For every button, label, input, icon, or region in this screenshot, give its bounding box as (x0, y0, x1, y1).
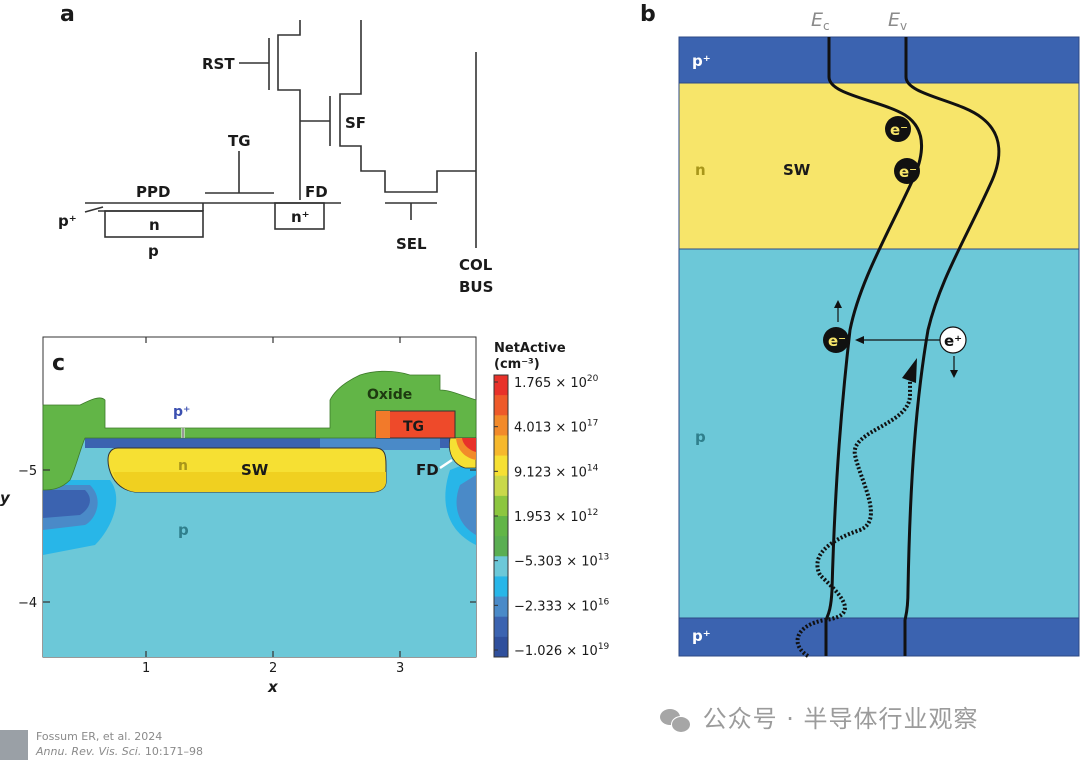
colorbar-swatch (494, 536, 508, 557)
ev-band-line (903, 37, 1001, 656)
label-p: p (148, 242, 159, 260)
hole-generated: e⁺ (939, 326, 967, 354)
citation-journal: Annu. Rev. Vis. Sci. (36, 745, 142, 758)
colorbar-tick-labels: 1.765 × 1020 4.013 × 1017 9.123 × 1014 1.95… (494, 374, 610, 659)
colorbar-title: NetActive (494, 341, 566, 356)
colorbar-swatch (494, 415, 508, 436)
region-p (678, 248, 1080, 619)
colorbar-unit: (cm⁻³) (494, 357, 540, 372)
x-tick-3: 3 (396, 661, 404, 676)
electron-1: e⁻ (885, 116, 911, 142)
panel-b-band-diagram: e⁻ e⁻ e⁻ e⁺ Ec Ev p⁺ n SW p p⁺ (678, 9, 1080, 658)
colorbar-tick-label: −1.026 × 1019 (514, 642, 610, 659)
electron-generated: e⁻ (823, 327, 849, 353)
annual-reviews-logo (0, 730, 28, 760)
label-ppd: PPD (136, 183, 170, 201)
y-axis-label: y (0, 489, 11, 507)
colorbar-tick-label: 9.123 × 1014 (514, 463, 599, 480)
label-n: n (178, 458, 188, 474)
colorbar-tick-label: 4.013 × 1017 (514, 419, 598, 436)
label-fd: FD (416, 461, 439, 479)
panel-a-circuit: RST SF TG PPD FD p⁺ n p n⁺ SEL COL BUS (58, 20, 493, 296)
label-sw: SW (783, 161, 811, 179)
x-tick-2: 2 (269, 661, 277, 676)
panel-a-letter: a (60, 2, 75, 27)
wechat-watermark: 公众号 · 半导体行业观察 (660, 699, 979, 734)
photon-path (795, 370, 912, 658)
label-p-plus-bottom: p⁺ (692, 627, 711, 645)
source-citation: Fossum ER, et al. 2024 Annu. Rev. Vis. S… (36, 729, 203, 759)
photon-arrowhead (902, 358, 917, 383)
colorbar-swatch (494, 516, 508, 537)
label-p: p (178, 521, 189, 539)
colorbar-swatch (494, 375, 508, 396)
label-sel: SEL (396, 235, 427, 253)
colorbar-swatch (494, 596, 508, 618)
p-plus-pointer (84, 206, 104, 213)
label-tg: TG (403, 419, 424, 435)
circuit-wires (84, 20, 477, 248)
label-p-plus: p⁺ (58, 212, 77, 230)
electron-2: e⁻ (894, 158, 920, 184)
label-n-plus: n⁺ (291, 208, 310, 226)
colorbar-swatch (494, 495, 508, 517)
x-axis-label: x (267, 678, 279, 696)
citation-pages: 10:171–98 (141, 745, 204, 758)
y-tick-minus4: −4 (18, 596, 37, 611)
region-p-plus-top (678, 36, 1080, 84)
colorbar (493, 374, 509, 658)
svg-text:e⁻: e⁻ (828, 332, 846, 350)
colorbar-swatch (494, 455, 508, 477)
watermark-text: 公众号 · 半导体行业观察 (702, 705, 979, 733)
colorbar-swatch (494, 435, 508, 457)
region-p-plus-bottom (678, 617, 1080, 657)
label-oxide: Oxide (367, 387, 412, 403)
colorbar-swatch (494, 636, 508, 658)
label-bus: BUS (459, 278, 493, 296)
colorbar-swatch (494, 475, 508, 497)
colorbar-swatch (494, 616, 508, 638)
panel-b-letter: b (640, 2, 656, 27)
label-col: COL (459, 256, 493, 274)
oxide-region (42, 370, 477, 491)
label-ec: Ec (811, 9, 830, 33)
label-n: n (695, 161, 706, 179)
svg-text:e⁻: e⁻ (899, 163, 917, 181)
label-sw: SW (241, 461, 269, 479)
colorbar-tick-label: 1.765 × 1020 (514, 374, 599, 391)
colorbar-swatch (494, 395, 508, 416)
label-p-plus-top: p⁺ (692, 52, 711, 70)
label-ev: Ev (888, 9, 907, 33)
panel-c-letter: c (52, 351, 65, 376)
colorbar-tick-label: −2.333 × 1016 (514, 597, 610, 614)
sf-channel (339, 20, 476, 193)
label-rst: RST (202, 55, 235, 73)
panel-c-doping-simulation: c Oxide TG p⁺ n SW FD p 1 2 3 x −5 −4 y … (0, 336, 610, 696)
citation-authors: Fossum ER, et al. 2024 (36, 730, 163, 743)
rst-channel (277, 20, 301, 200)
label-p: p (695, 428, 706, 446)
label-n: n (149, 216, 160, 234)
label-fd: FD (305, 183, 328, 201)
y-tick-minus5: −5 (18, 464, 37, 479)
svg-text:e⁻: e⁻ (890, 121, 908, 139)
svg-text:e⁺: e⁺ (944, 332, 962, 350)
fd-n-plus (274, 202, 325, 230)
colorbar-swatch (494, 576, 508, 598)
p-plus-layer (85, 438, 476, 448)
region-n (678, 82, 1080, 250)
label-tg: TG (228, 132, 251, 150)
x-tick-1: 1 (142, 661, 150, 676)
label-p-plus: p⁺ (173, 404, 190, 420)
label-sf: SF (345, 114, 366, 132)
colorbar-tick-label: −5.303 × 1013 (514, 553, 609, 570)
wechat-icon (660, 707, 694, 733)
colorbar-tick-label: 1.953 × 1012 (514, 508, 598, 525)
colorbar-swatch (494, 556, 508, 577)
